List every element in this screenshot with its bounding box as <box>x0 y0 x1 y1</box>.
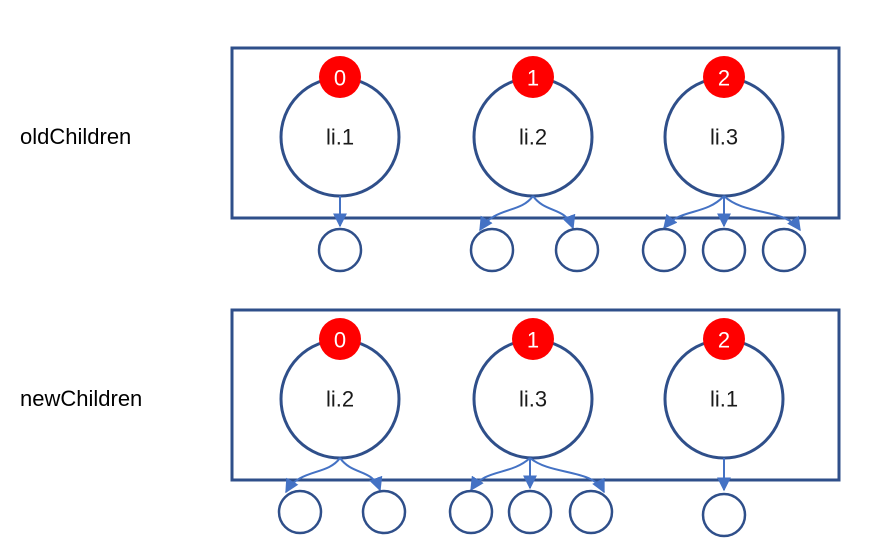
row-label-old-children: oldChildren <box>20 124 131 149</box>
index-badge <box>512 318 554 360</box>
node-label: li.1 <box>326 125 354 150</box>
child-node <box>361 489 407 535</box>
new-node-2: li.1 2 <box>663 318 785 460</box>
index-badge <box>319 56 361 98</box>
new-children-row: newChildren li.2 0 li.3 1 li.1 2 <box>20 308 841 538</box>
index-badge <box>703 318 745 360</box>
child-node <box>277 489 323 535</box>
index-badge <box>703 56 745 98</box>
old-children-box <box>230 46 841 220</box>
new-node-2-children <box>701 458 747 538</box>
node-label: li.3 <box>710 125 738 150</box>
child-node <box>448 489 494 535</box>
index-badge-text: 2 <box>718 66 730 91</box>
index-badge-text: 0 <box>334 66 346 91</box>
node-label: li.1 <box>710 387 738 412</box>
child-node <box>507 489 553 535</box>
child-arrow <box>479 195 534 232</box>
old-node-0-children <box>317 196 363 273</box>
row-label-new-children: newChildren <box>20 386 142 411</box>
child-node <box>568 489 614 535</box>
index-badge <box>319 318 361 360</box>
child-arrow <box>529 457 605 494</box>
child-node <box>469 227 515 273</box>
index-badge-text: 1 <box>527 66 539 91</box>
index-badge-text: 1 <box>527 328 539 353</box>
new-node-1-children <box>448 457 614 535</box>
child-node <box>554 227 600 273</box>
old-node-1: li.2 1 <box>472 56 594 198</box>
child-arrow <box>532 195 576 230</box>
child-node <box>701 492 747 538</box>
child-arrow <box>285 457 341 494</box>
node-label: li.2 <box>326 387 354 412</box>
child-arrow <box>663 195 725 230</box>
node-label: li.2 <box>519 125 547 150</box>
child-node <box>641 227 687 273</box>
old-node-1-children <box>469 195 600 273</box>
old-node-2: li.3 2 <box>663 56 785 198</box>
new-node-0-children <box>277 457 407 535</box>
child-arrow <box>470 457 531 492</box>
index-badge-text: 0 <box>334 328 346 353</box>
child-arrow <box>723 195 801 232</box>
new-node-1: li.3 1 <box>472 318 594 460</box>
node-label: li.3 <box>519 387 547 412</box>
old-node-0: li.1 0 <box>279 56 401 198</box>
new-node-0: li.2 0 <box>279 318 401 460</box>
old-children-row: oldChildren li.1 0 li.2 1 li.3 2 <box>20 46 841 273</box>
old-node-2-children <box>641 195 807 273</box>
child-arrow <box>339 457 383 492</box>
child-node <box>761 227 807 273</box>
child-node <box>701 227 747 273</box>
child-node <box>317 227 363 273</box>
index-badge-text: 2 <box>718 328 730 353</box>
index-badge <box>512 56 554 98</box>
